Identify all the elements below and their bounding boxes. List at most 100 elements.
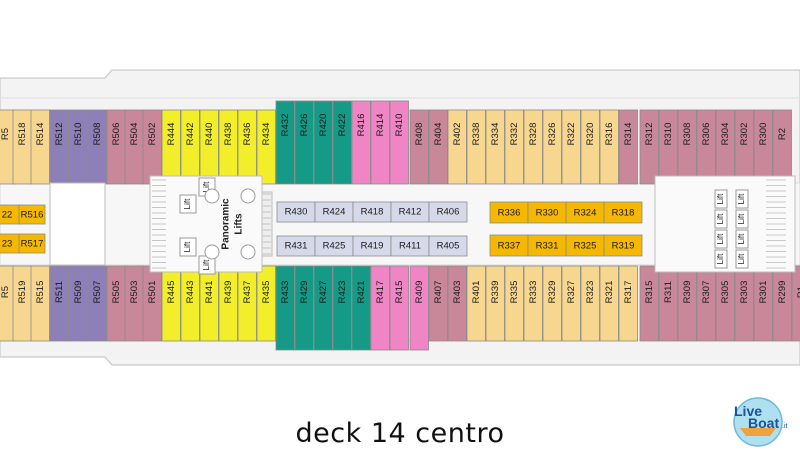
cabin-label: R327 [566, 281, 577, 304]
cabin-r339 [485, 265, 505, 342]
inner-cabin-label: 22 [2, 210, 13, 221]
cabin-r332 [504, 109, 524, 185]
cabin-r5 [0, 265, 15, 342]
cabin-r408 [409, 109, 429, 185]
cabin-label: R436 [242, 123, 253, 146]
cabin-label: R403 [452, 281, 463, 304]
lift-label: Lift [716, 233, 725, 244]
cabin-r401 [466, 265, 486, 342]
cabin-r334 [485, 109, 505, 185]
cabin-label: R511 [54, 281, 65, 303]
lift-pod-icon [240, 188, 256, 204]
cabin-label: R434 [261, 123, 272, 146]
cabin-r416 [351, 100, 371, 185]
cabin-r509 [68, 265, 88, 342]
cabin-label: R332 [509, 123, 520, 146]
cabin-r506 [106, 109, 126, 185]
cabin-label: R432 [280, 114, 291, 137]
cabin-label: R437 [242, 281, 253, 304]
cabin-label: R441 [204, 281, 215, 304]
lift-label: Lift [737, 193, 746, 204]
lift-shaft [714, 189, 728, 209]
lift-pod-icon [240, 244, 256, 260]
cabin-r333 [523, 265, 543, 342]
cabin-label: R501 [147, 281, 158, 304]
cabin-label: R334 [490, 123, 501, 146]
cabin-r5 [0, 109, 15, 185]
inner-cabin-label: R430 [285, 207, 308, 218]
cabin-r414 [370, 100, 390, 185]
deck-caption: deck 14 centro [295, 418, 505, 449]
cabin-r328 [523, 109, 543, 185]
panoramic-lifts-label: Lifts [234, 213, 245, 235]
cabin-label: R2 [777, 128, 788, 140]
cabin-label: R312 [644, 123, 655, 146]
lift-shaft [735, 189, 749, 209]
inner-cabin-label: R318 [612, 208, 635, 219]
cabin-r338 [466, 109, 486, 185]
cabin-label: R514 [35, 123, 46, 146]
cabin-label: R503 [129, 281, 140, 304]
cabin-label: R402 [452, 123, 463, 146]
cabin-label: R518 [17, 123, 28, 146]
inner-cabin-label: R425 [323, 241, 346, 252]
cabin-r417 [370, 265, 390, 351]
cabin-label: R329 [547, 281, 558, 304]
cabin-r316 [599, 109, 619, 185]
cabin-label: R339 [490, 281, 501, 304]
cabin-label: R435 [261, 281, 272, 304]
cabin-label: R512 [54, 123, 65, 146]
lift-pod-icon [204, 188, 220, 204]
inner-cabin-label: R324 [574, 208, 597, 219]
cabin-label: R414 [375, 114, 386, 137]
cabin-label: R506 [111, 123, 122, 146]
cabin-label: R309 [682, 281, 693, 304]
cabin-label: R439 [223, 281, 234, 304]
cabin-label: R404 [433, 123, 444, 146]
cabin-label: R305 [720, 281, 731, 304]
cabin-label: R5 [0, 128, 11, 140]
cabin-r508 [87, 109, 107, 185]
lift-pod-icon [204, 244, 220, 260]
cabin-label: R317 [623, 281, 634, 304]
cabin-r320 [580, 109, 600, 185]
cabin-r507 [87, 265, 107, 342]
cabin-r402 [447, 109, 467, 185]
cabin-r329 [542, 265, 562, 342]
inner-cabin-label: R337 [498, 241, 521, 252]
cabin-label: R504 [129, 123, 140, 146]
cabin-r409 [409, 265, 429, 351]
cabin-label: R433 [280, 281, 291, 304]
lift-label: Lift [183, 241, 192, 252]
lift-label: Lift [737, 233, 746, 244]
inner-cabin-label: R330 [536, 208, 559, 219]
inner-cabin-label: R431 [285, 241, 308, 252]
cabin-label: R415 [394, 281, 405, 304]
cabin-label: R442 [185, 123, 196, 146]
cabin-label: R401 [471, 281, 482, 304]
cabin-label: R438 [223, 123, 234, 146]
cabin-r323 [580, 265, 600, 342]
lift-label: Lift [737, 213, 746, 224]
inner-cabin-r318 [603, 201, 643, 224]
cabin-label: R335 [509, 281, 520, 304]
cabin-r444 [161, 109, 181, 185]
cabin-label: R303 [739, 281, 750, 304]
lift-label: Lift [737, 253, 746, 264]
cabin-label: R322 [566, 123, 577, 146]
lift-label: Lift [202, 259, 211, 270]
cabin-label: R316 [604, 123, 615, 146]
cabin-label: R421 [356, 281, 367, 304]
lift-label: Lift [716, 253, 725, 264]
cabin-r435 [256, 265, 276, 342]
cabin-r321 [599, 265, 619, 342]
cabin-label: R320 [585, 123, 596, 146]
logo-ship-icon [740, 428, 776, 436]
cabin-label: R505 [111, 281, 122, 304]
cabin-r314 [618, 109, 638, 185]
cabin-r300 [753, 109, 773, 185]
